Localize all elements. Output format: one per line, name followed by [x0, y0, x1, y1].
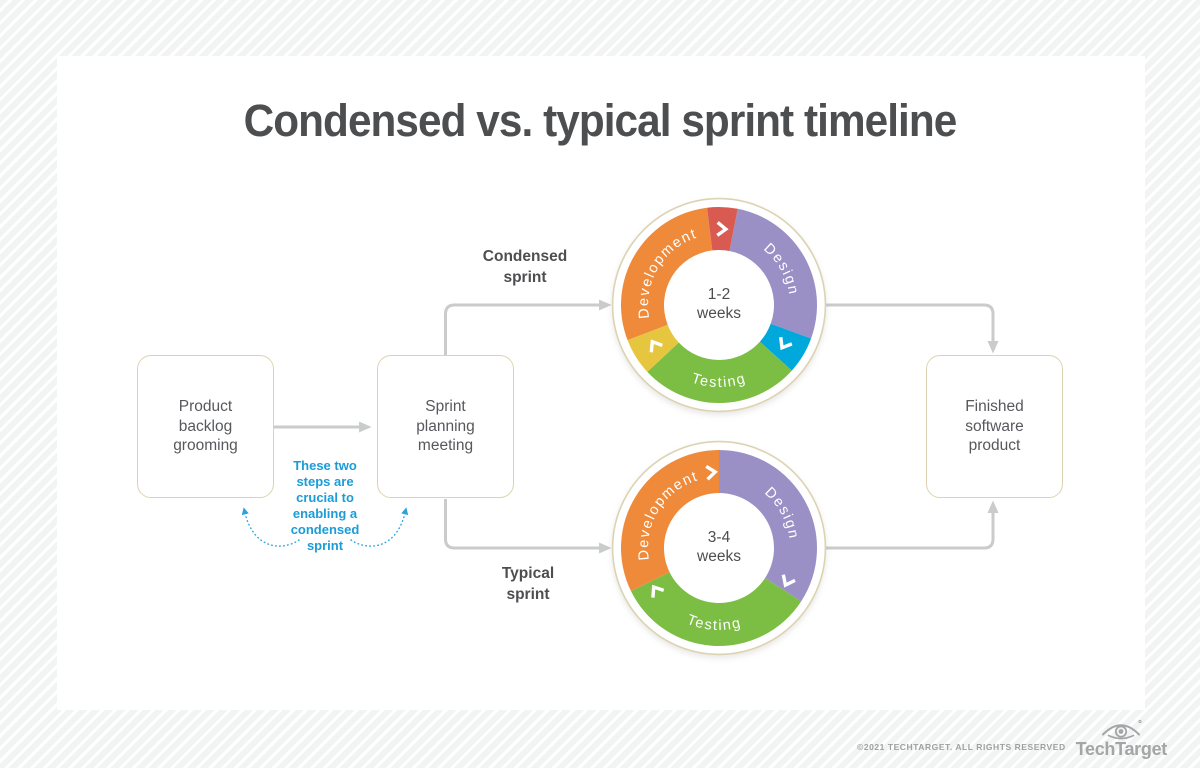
phase-label-testing: Testing [690, 371, 749, 391]
typical-sprint-branch-label: Typical sprint [501, 565, 555, 604]
copyright-text: ©2021 TECHTARGET. ALL RIGHTS RESERVED [857, 742, 1066, 752]
connector-typical-cycle-to-finished [826, 500, 999, 550]
cycle-segment-development [621, 450, 719, 591]
connector-condensed-cycle-to-finished [826, 303, 999, 354]
sprint-planning-meeting-box: Sprint planning meeting [377, 355, 514, 498]
sprint-planning-meeting-label: Sprint planning meeting [416, 397, 475, 455]
cycle-chevron-icon [781, 574, 796, 588]
footer: ©2021 TECHTARGET. ALL RIGHTS RESERVED Te… [857, 718, 1167, 758]
phase-label-testing: Testing [685, 612, 744, 634]
cycle-chevron-icon [716, 221, 729, 237]
techtarget-logo: TechTarget [1076, 718, 1167, 758]
product-backlog-grooming-box: Product backlog grooming [137, 355, 274, 498]
cycle-segment-development [621, 207, 713, 341]
page-title: Condensed vs. typical sprint timeline [243, 95, 958, 146]
techtarget-eye-icon [1102, 719, 1142, 740]
finished-software-product-label: Finished software product [965, 397, 1024, 455]
cycle-chevron-icon [649, 339, 663, 353]
cycle-segment-design [719, 450, 817, 602]
connector-planning-to-typical-cycle [444, 499, 612, 554]
cycle-segment-design [729, 208, 817, 339]
techtarget-wordmark: TechTarget [1075, 739, 1168, 759]
connector-planning-to-condensed-cycle [444, 299, 612, 355]
cycle-chevron-icon [651, 584, 665, 598]
cycle-segment-testing [630, 572, 802, 646]
product-backlog-grooming-label: Product backlog grooming [173, 397, 238, 455]
cycle-chevron-icon [705, 464, 718, 481]
cycle-chevron-icon [779, 336, 793, 351]
condensed-sprint-branch-label: Condensed sprint [482, 248, 568, 287]
crucial-steps-note: These two steps are crucial to enabling … [290, 458, 360, 553]
finished-software-product-box: Finished software product [926, 355, 1063, 498]
cycle-segment-wedge-5 [707, 207, 738, 252]
cycle-segment-testing [647, 341, 792, 403]
